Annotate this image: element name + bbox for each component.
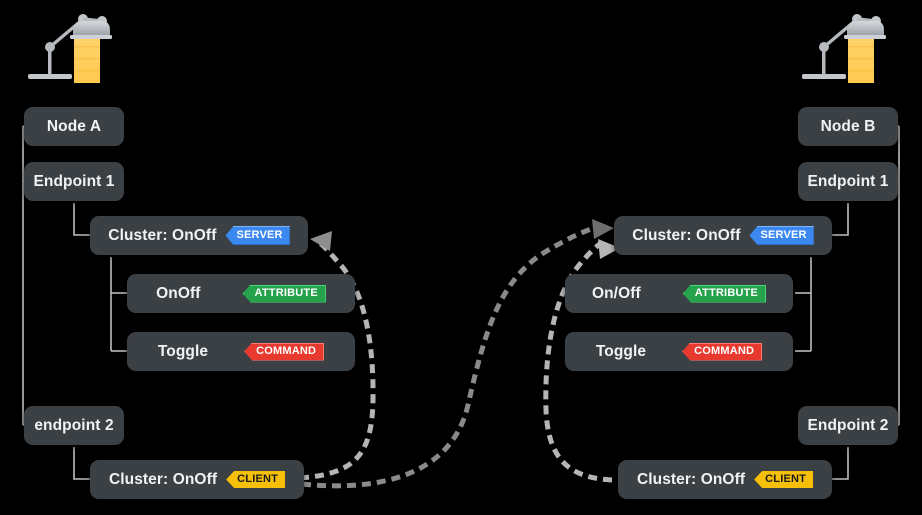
lamp-shade [73, 21, 110, 36]
left-endpoint-1-box[interactable]: Endpoint 1 [24, 162, 124, 201]
command-badge: COMMAND [244, 342, 325, 361]
right-command-toggle-box[interactable]: Toggle COMMAND [565, 332, 793, 371]
right-attribute-label: On/Off [591, 284, 641, 302]
left-endpoint-2-box[interactable]: endpoint 2 [24, 406, 124, 445]
right-endpoint-2-box[interactable]: Endpoint 2 [798, 406, 898, 445]
left-attribute-label: OnOff [156, 284, 201, 302]
left-command-toggle-box[interactable]: Toggle COMMAND [127, 332, 355, 371]
right-endpoint2-to-client [832, 447, 849, 480]
right-cluster-client-label: Cluster: OnOff [636, 470, 746, 488]
desk-lamp-icon-right [802, 14, 886, 83]
left-cluster-onoff-client-box[interactable]: Cluster: OnOff CLIENT [90, 460, 304, 499]
attribute-badge: ATTRIBUTE [682, 284, 767, 303]
right-attribute-onoff-box[interactable]: On/Off ATTRIBUTE [565, 274, 793, 313]
server-badge: SERVER [749, 226, 814, 245]
right-endpoint-1-label: Endpoint 1 [807, 172, 889, 190]
lamp-base [28, 74, 72, 79]
attribute-badge: ATTRIBUTE [242, 284, 326, 303]
left-endpoint1-to-server [73, 203, 90, 236]
node-b-box[interactable]: Node B [798, 107, 898, 146]
node-a-box[interactable]: Node A [24, 107, 124, 146]
server-badge: SERVER [225, 226, 290, 245]
lamp-post [822, 48, 826, 75]
lamp-base [802, 74, 846, 79]
binding-arrowhead-left-server [310, 231, 332, 251]
lamp-post [48, 48, 52, 75]
right-command-label: Toggle [595, 342, 647, 360]
lamp-shade-rim [844, 35, 886, 39]
lamp-shade-rim [70, 35, 112, 39]
right-endpoint-1-box[interactable]: Endpoint 1 [798, 162, 898, 201]
right-cluster-server-label: Cluster: OnOff [632, 226, 741, 244]
binding-arrowhead-right-server-dark [592, 219, 614, 239]
command-badge: COMMAND [682, 342, 763, 361]
right-endpoint-2-label: Endpoint 2 [807, 416, 889, 434]
lamp-shade [847, 21, 884, 36]
node-b-label: Node B [820, 117, 876, 135]
right-endpoint1-to-server [832, 203, 849, 236]
left-cluster-client-label: Cluster: OnOff [108, 470, 218, 488]
left-endpoint-2-label: endpoint 2 [34, 416, 114, 434]
left-command-label: Toggle [157, 342, 209, 360]
client-badge: CLIENT [754, 471, 814, 488]
client-badge: CLIENT [226, 471, 286, 488]
node-a-label: Node A [46, 117, 102, 135]
left-cluster-onoff-server-box[interactable]: Cluster: OnOff SERVER [90, 216, 308, 255]
right-cluster-onoff-server-box[interactable]: Cluster: OnOff SERVER [614, 216, 832, 255]
desk-lamp-icon-left [28, 14, 112, 83]
left-attribute-onoff-box[interactable]: OnOff ATTRIBUTE [127, 274, 355, 313]
left-endpoint2-to-client [73, 447, 90, 480]
left-endpoint-1-label: Endpoint 1 [33, 172, 115, 190]
left-cluster-server-label: Cluster: OnOff [108, 226, 217, 244]
right-cluster-onoff-client-box[interactable]: Cluster: OnOff CLIENT [618, 460, 832, 499]
